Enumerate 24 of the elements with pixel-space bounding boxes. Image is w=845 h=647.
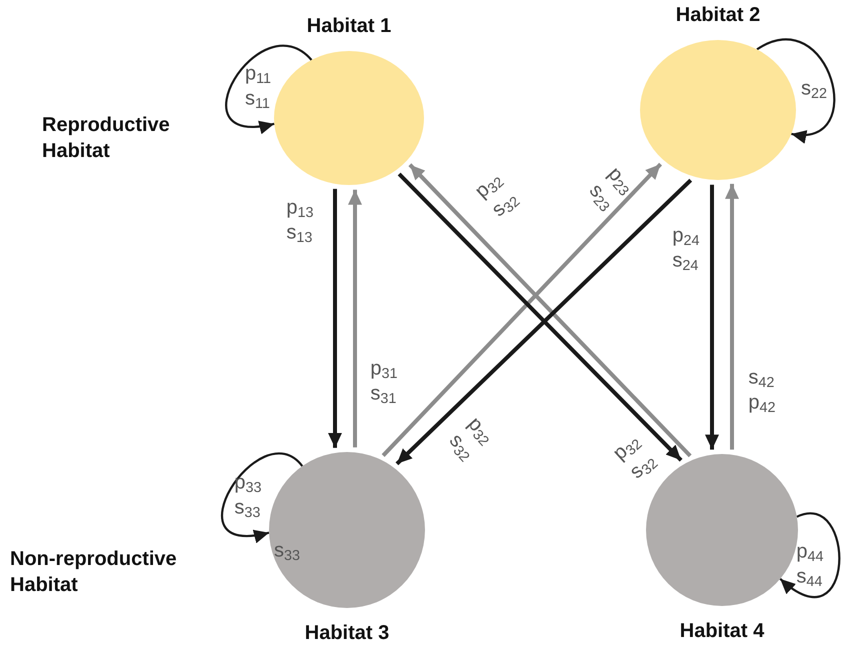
- edge-label: p$_{44}$ s$_{44}$: [796, 540, 824, 592]
- habitat-type-label: Non-reproductive Habitat: [10, 547, 178, 598]
- arrow: [328, 188, 342, 448]
- edge-label: p$_{31}$ s$_{31}$: [370, 358, 398, 408]
- self-loop-arrow: [225, 44, 312, 133]
- arrow: [382, 162, 662, 457]
- habitat-title: Habitat 2: [676, 3, 760, 28]
- edge-label: s$_{42}$ p$_{42}$: [748, 366, 776, 418]
- self-loop-arrow: [780, 512, 840, 598]
- arrow: [725, 184, 739, 450]
- edge-label: p$_{11}$ s$_{11}$: [244, 62, 272, 114]
- rate-label: s$_{33}$: [274, 539, 300, 565]
- habitat-type-label: Reproductive Habitat: [42, 113, 171, 164]
- habitat-title: Habitat 1: [306, 14, 392, 39]
- edge-label: p$_{33}$ s$_{33}$: [234, 472, 262, 522]
- self-loop-arrow: [756, 38, 836, 142]
- edge-label: p$_{24}$ s$_{24}$: [672, 224, 700, 276]
- edge-label: p$_{13}$ s$_{13}$: [286, 196, 314, 248]
- arrow: [705, 184, 719, 450]
- habitat-title: Habitat 3: [304, 621, 390, 646]
- edge-label: s$_{22}$: [801, 77, 827, 103]
- self-loop-arrow: [220, 452, 303, 542]
- habitat-title: Habitat 4: [680, 619, 764, 644]
- arrow: [348, 190, 362, 448]
